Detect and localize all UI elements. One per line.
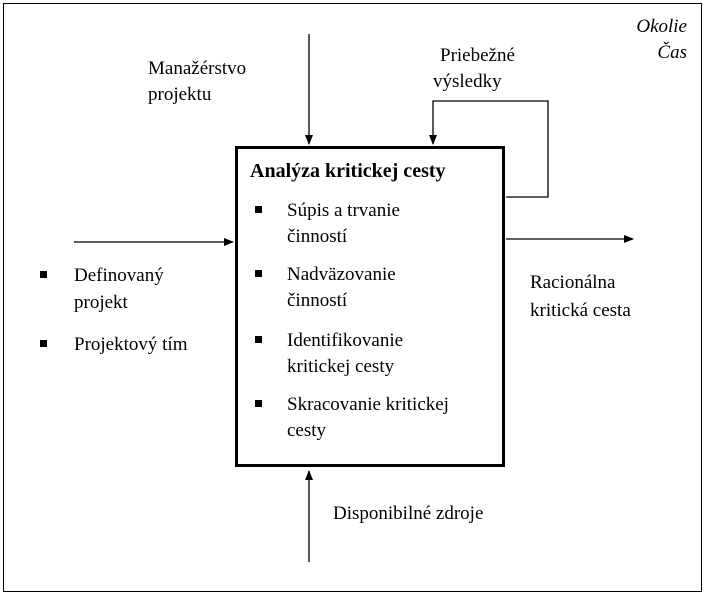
environment-label-1: Okolie (636, 16, 687, 37)
control-label-1: Manažérstvo (148, 58, 247, 79)
input-item-2-line-1: Projektový tím (74, 334, 188, 355)
control-label-2: projektu (148, 84, 212, 105)
diagram-frame (3, 3, 702, 592)
bullet-icon (255, 206, 262, 213)
output-label-1: Racionálna (530, 272, 616, 293)
input-item-1-line-2: projekt (74, 292, 128, 313)
bullet-icon (255, 400, 262, 407)
bullet-icon (40, 340, 47, 347)
bullet-icon (40, 271, 47, 278)
process-item-1-line-1: Súpis a trvanie (287, 200, 400, 221)
process-item-2-line-2: činností (287, 290, 348, 311)
environment-label-2: Čas (657, 42, 687, 63)
feedback-label-2: výsledky (433, 71, 502, 92)
process-item-3-line-2: kritickej cesty (287, 356, 395, 377)
process-item-3-line-1: Identifikovanie (287, 330, 404, 351)
bullet-icon (255, 270, 262, 277)
input-item-1-line-1: Definovaný (74, 265, 164, 286)
process-item-1-line-2: činností (287, 226, 348, 247)
process-item-4-line-1: Skracovanie kritickej (287, 394, 449, 415)
process-box (235, 146, 505, 467)
feedback-label-1: Priebežné (440, 45, 515, 66)
bullet-icon (255, 336, 262, 343)
process-item-2-line-1: Nadväzovanie (287, 264, 396, 285)
process-title: Analýza kritickej cesty (250, 160, 446, 182)
mechanism-label: Disponibilné zdroje (333, 503, 484, 524)
process-item-4-line-2: cesty (287, 420, 327, 441)
feedback-loop-arrow (429, 100, 549, 198)
output-label-2: kritická cesta (530, 300, 631, 321)
